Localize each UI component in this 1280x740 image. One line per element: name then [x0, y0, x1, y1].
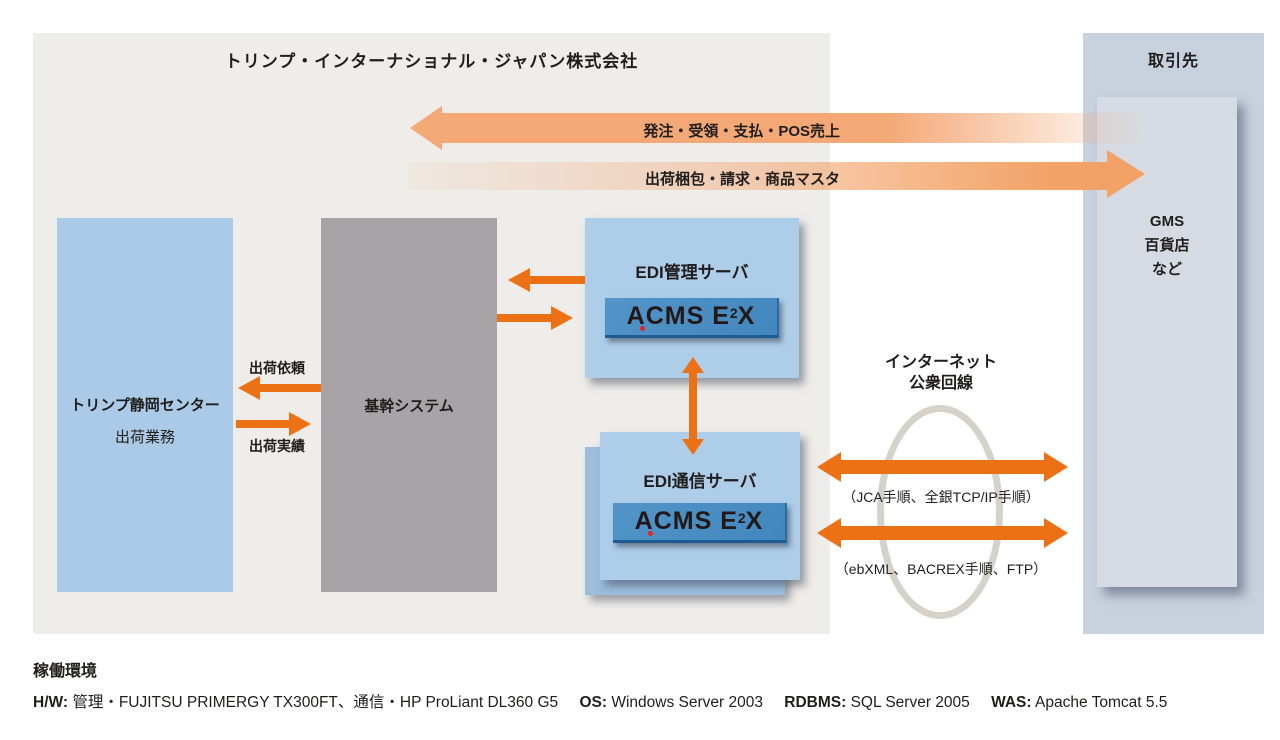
shizuoka-subtitle: 出荷業務	[114, 429, 175, 446]
edi-to-core-arrow-shaft	[529, 276, 585, 284]
protocol1-label: （JCA手順、全銀TCP/IP手順）	[842, 489, 1040, 505]
protocol2-arrow-head-right-icon	[1044, 518, 1068, 548]
ship-result-label: 出荷実績	[249, 438, 305, 454]
orders-flow-arrow-label: 発注・受領・支払・POS売上	[643, 123, 840, 140]
acms-e2x-logo: ACMS E2X	[634, 507, 764, 536]
rdbms-value: SQL Server 2005	[850, 694, 970, 711]
core-to-edi-arrow-head-right-icon	[551, 306, 573, 330]
acms-red-dot-icon	[639, 326, 645, 331]
acms-e2x-badge-mgmt: ACMS E2X	[605, 298, 779, 338]
partner-gms-label: GMS 百貨店 など	[1097, 210, 1237, 282]
acms-logo-sup: 2	[737, 510, 746, 526]
protocol2-label: （ebXML、BACREX手順、FTP）	[834, 561, 1048, 577]
os-value: Windows Server 2003	[611, 694, 763, 711]
hw-label: H/W:	[33, 694, 69, 711]
acms-e2x-logo: ACMS E2X	[626, 302, 756, 331]
node-shizuoka-center-label: トリンプ静岡センター 出荷業務	[57, 394, 233, 447]
edi-link-arrow-shaft	[689, 372, 697, 440]
internet-label-line1: インターネット	[884, 354, 997, 371]
shipping-flow-arrow-head-right-icon	[1107, 150, 1145, 198]
protocol2-arrow-head-left-icon	[817, 518, 841, 548]
gms-line-2: 百貨店	[1144, 237, 1190, 254]
node-core-system-label: 基幹システム	[364, 398, 454, 415]
internet-oval-icon	[877, 405, 1003, 619]
rdbms-label: RDBMS:	[784, 694, 847, 711]
os-label: OS:	[579, 694, 608, 711]
internet-label: インターネット 公衆回線	[841, 352, 1041, 394]
ship-request-label: 出荷依頼	[249, 360, 305, 376]
acms-e2x-badge-comm: ACMS E2X	[613, 503, 787, 543]
edi-to-core-arrow-head-left-icon	[508, 268, 530, 292]
acms-logo-mid: CMS E	[653, 507, 738, 535]
protocol1-arrow-head-left-icon	[817, 452, 841, 482]
acms-logo-x: X	[737, 302, 756, 330]
gms-line-1: GMS	[1149, 213, 1185, 230]
ship-request-arrow-head-left-icon	[238, 376, 260, 400]
was-label: WAS:	[991, 694, 1032, 711]
hw-value: 管理・FUJITSU PRIMERGY TX300FT、通信・HP ProLia…	[72, 694, 559, 711]
orders-flow-arrow-body	[441, 113, 1160, 143]
acms-logo-a: A	[626, 302, 646, 330]
edi-link-arrow-head-up-icon	[682, 357, 704, 373]
acms-logo-mid: CMS E	[645, 302, 730, 330]
core-to-edi-arrow-shaft	[497, 314, 552, 322]
acms-logo-x: X	[745, 507, 764, 535]
shipping-flow-arrow-label: 出荷梱包・請求・商品マスタ	[644, 171, 840, 188]
node-core-system	[321, 218, 497, 592]
protocol1-arrow-shaft	[840, 460, 1045, 474]
acms-red-dot-icon	[647, 531, 653, 536]
ship-request-arrow-shaft	[259, 384, 321, 392]
ship-result-arrow-head-right-icon	[289, 412, 311, 436]
was-value: Apache Tomcat 5.5	[1035, 694, 1168, 711]
internet-label-line2: 公衆回線	[908, 375, 973, 392]
node-shizuoka-center	[57, 218, 233, 592]
edi-mgmt-server-title: EDI管理サーバ	[635, 263, 749, 282]
shipping-flow-arrow-body	[408, 162, 1108, 190]
edi-link-arrow-head-down-icon	[682, 439, 704, 455]
environment-heading: 稼働環境	[33, 663, 98, 680]
shizuoka-title: トリンプ静岡センター	[70, 397, 220, 414]
ship-result-arrow-shaft	[236, 420, 290, 428]
gms-line-3: など	[1151, 261, 1182, 278]
acms-logo-sup: 2	[729, 305, 738, 321]
company-title: トリンプ・インターナショナル・ジャパン株式会社	[224, 52, 639, 71]
protocol2-arrow-shaft	[840, 526, 1045, 540]
protocol1-arrow-head-right-icon	[1044, 452, 1068, 482]
environment-line: H/W: 管理・FUJITSU PRIMERGY TX300FT、通信・HP P…	[33, 690, 1263, 712]
orders-flow-arrow-head-left-icon	[410, 106, 442, 150]
edi-comm-server-title: EDI通信サーバ	[643, 472, 757, 491]
partner-title: 取引先	[1147, 53, 1199, 70]
acms-logo-a: A	[634, 507, 654, 535]
